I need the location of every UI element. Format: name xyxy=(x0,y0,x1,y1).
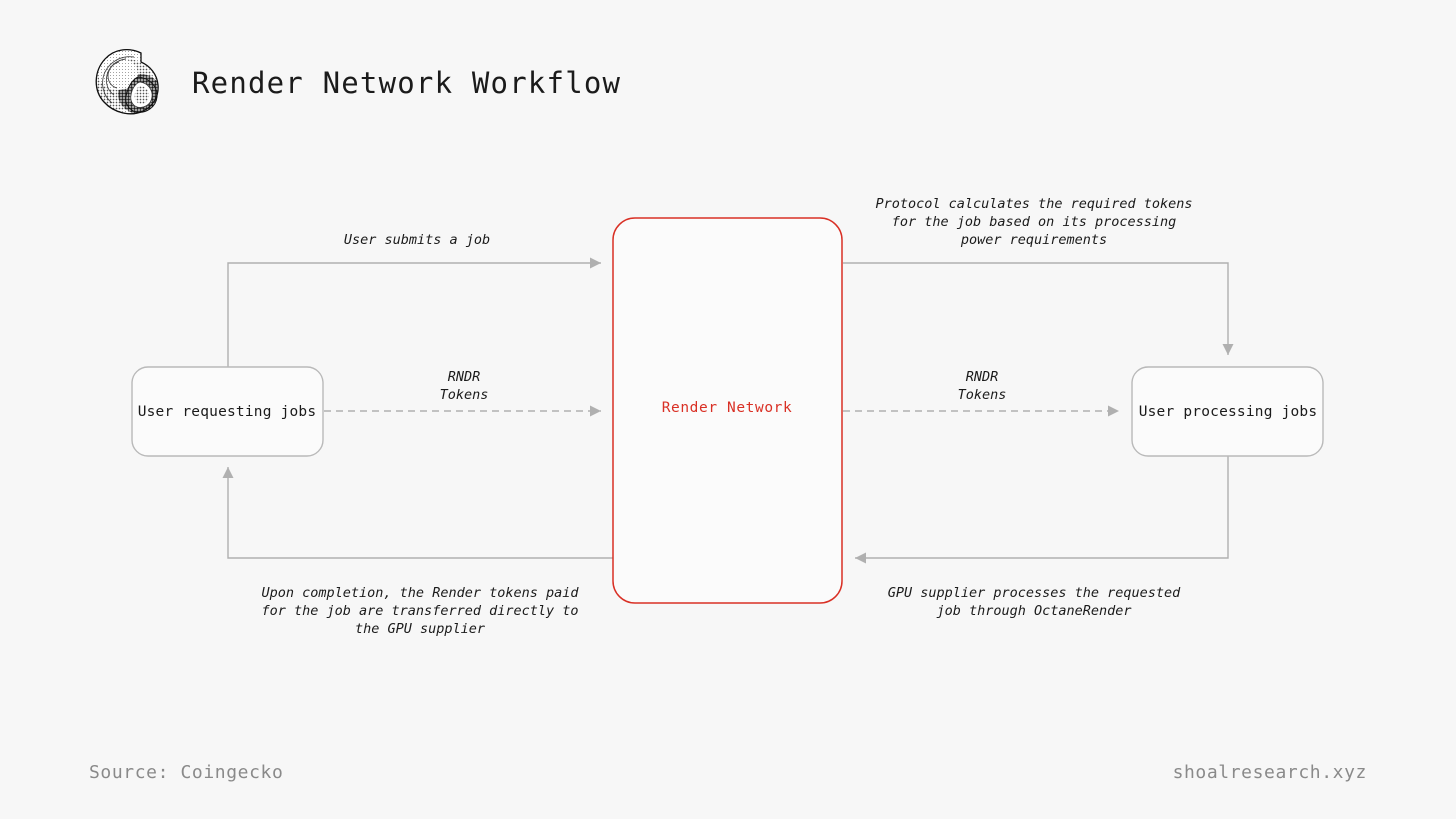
node-render-network xyxy=(612,217,843,604)
page-title: Render Network Workflow xyxy=(192,66,622,100)
snail-shell-logo-icon xyxy=(88,44,166,122)
node-label-render-network: Render Network xyxy=(661,400,793,416)
edge-label-submit-job: User submits a job xyxy=(343,232,491,248)
node-requester xyxy=(131,366,324,457)
site-watermark: shoalresearch.xyz xyxy=(1172,762,1367,783)
edge-submit-job xyxy=(227,257,601,368)
edge-label-rndr-tokens-left: RNDR Tokens xyxy=(439,369,489,403)
edge-label-rndr-tokens-right: RNDR Tokens xyxy=(957,369,1007,403)
node-processor xyxy=(1131,366,1324,457)
node-label-requester: User requesting jobs xyxy=(137,404,317,420)
edge-label-gpu-supplier-processes: GPU supplier processes the requested job… xyxy=(887,585,1181,619)
edge-gpu-supplier-processes xyxy=(855,456,1229,564)
edge-upon-completion xyxy=(222,467,613,559)
page-header: Render Network Workflow xyxy=(88,44,621,122)
node-label-processor: User processing jobs xyxy=(1138,404,1318,420)
source-attribution: Source: Coingecko xyxy=(89,762,284,783)
edge-label-upon-completion: Upon completion, the Render tokens paid … xyxy=(261,585,579,637)
edge-label-protocol-calculates: Protocol calculates the required tokens … xyxy=(875,196,1193,248)
edge-protocol-calculates xyxy=(843,262,1234,355)
